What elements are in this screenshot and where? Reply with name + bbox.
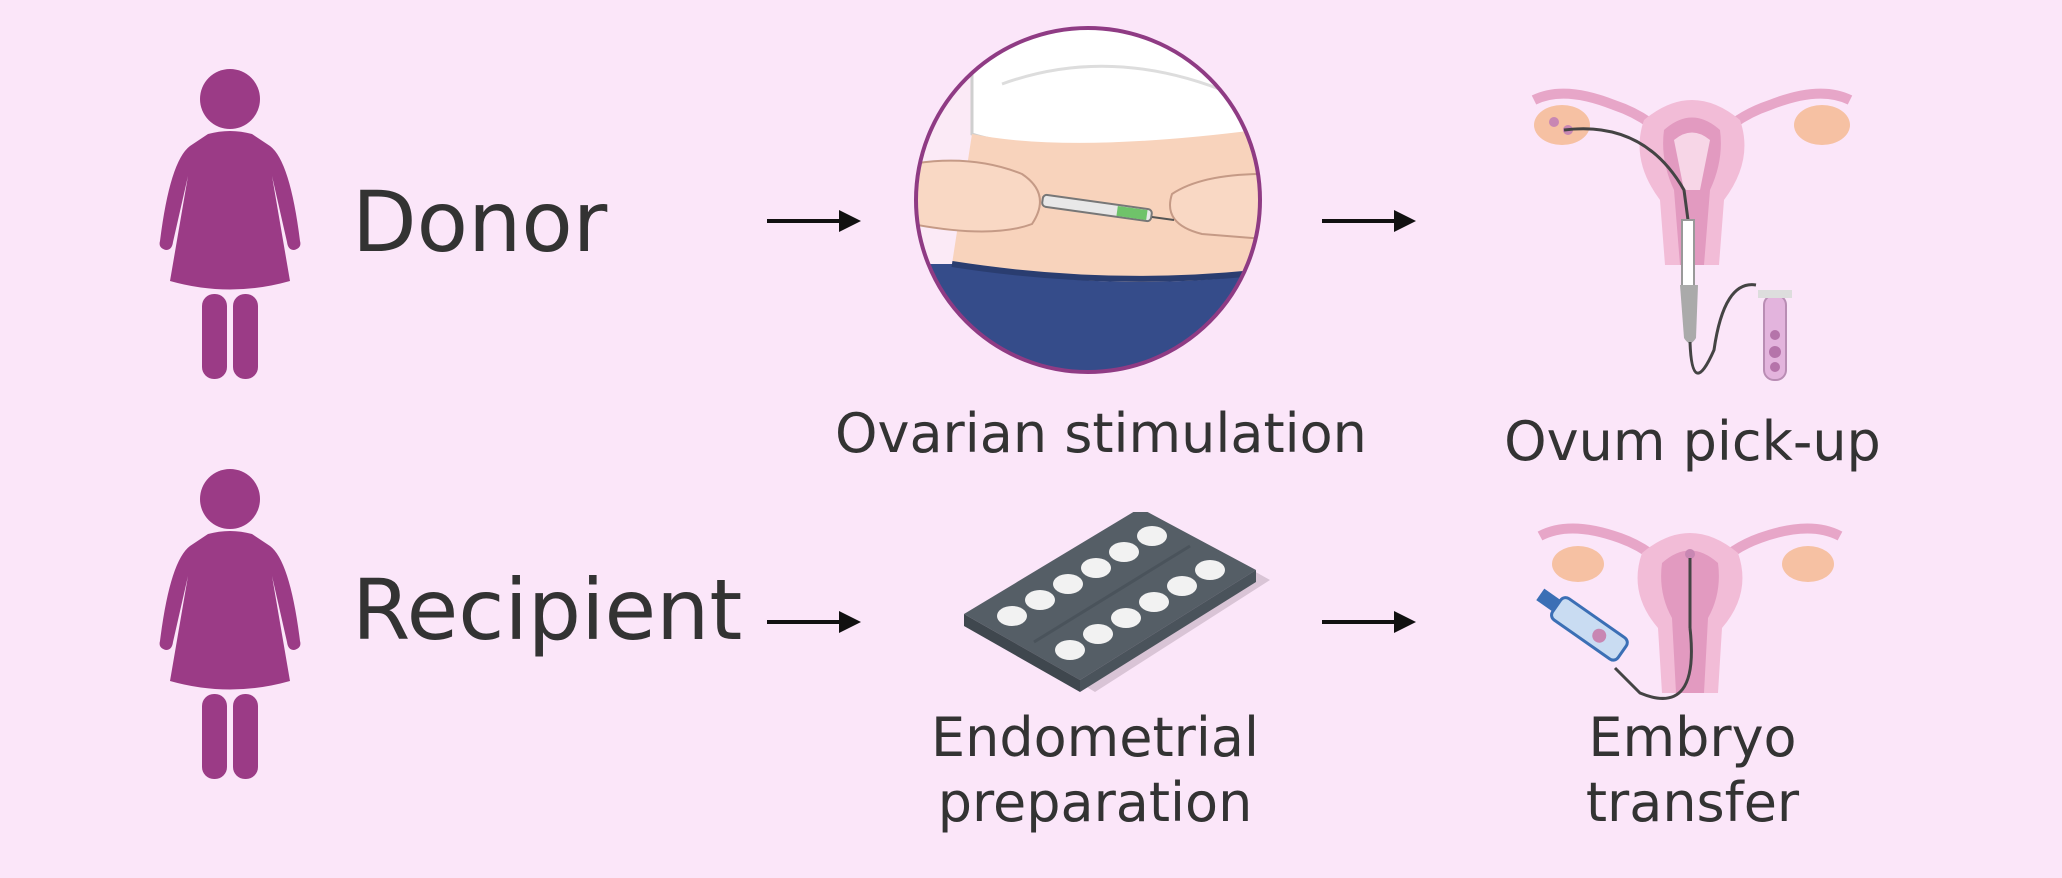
- recipient-woman-icon: [150, 466, 314, 781]
- caption-ovarian-stimulation: Ovarian stimulation: [835, 402, 1367, 465]
- donor-woman-icon: [150, 66, 314, 381]
- caption-line: Embryo: [1588, 706, 1797, 769]
- caption-ovum-pickup: Ovum pick-up: [1504, 410, 1881, 473]
- caption-line: preparation: [937, 770, 1253, 834]
- caption-endometrial-preparation: Endometrial preparation: [835, 706, 1355, 836]
- pill-blister-icon: [960, 512, 1270, 697]
- injection-icon: [912, 24, 1264, 376]
- arrow-right-icon: [1320, 206, 1418, 236]
- recipient-label: Recipient: [352, 561, 743, 659]
- caption-line: Endometrial: [931, 706, 1259, 769]
- arrow-right-icon: [765, 607, 863, 637]
- caption-line: transfer: [1585, 770, 1800, 834]
- donor-label: Donor: [352, 173, 608, 271]
- caption-embryo-transfer: Embryo transfer: [1450, 706, 1935, 836]
- uterus-pickup-icon: [1524, 80, 1860, 390]
- uterus-transfer-icon: [1530, 518, 1850, 708]
- arrow-right-icon: [1320, 607, 1418, 637]
- arrow-right-icon: [765, 206, 863, 236]
